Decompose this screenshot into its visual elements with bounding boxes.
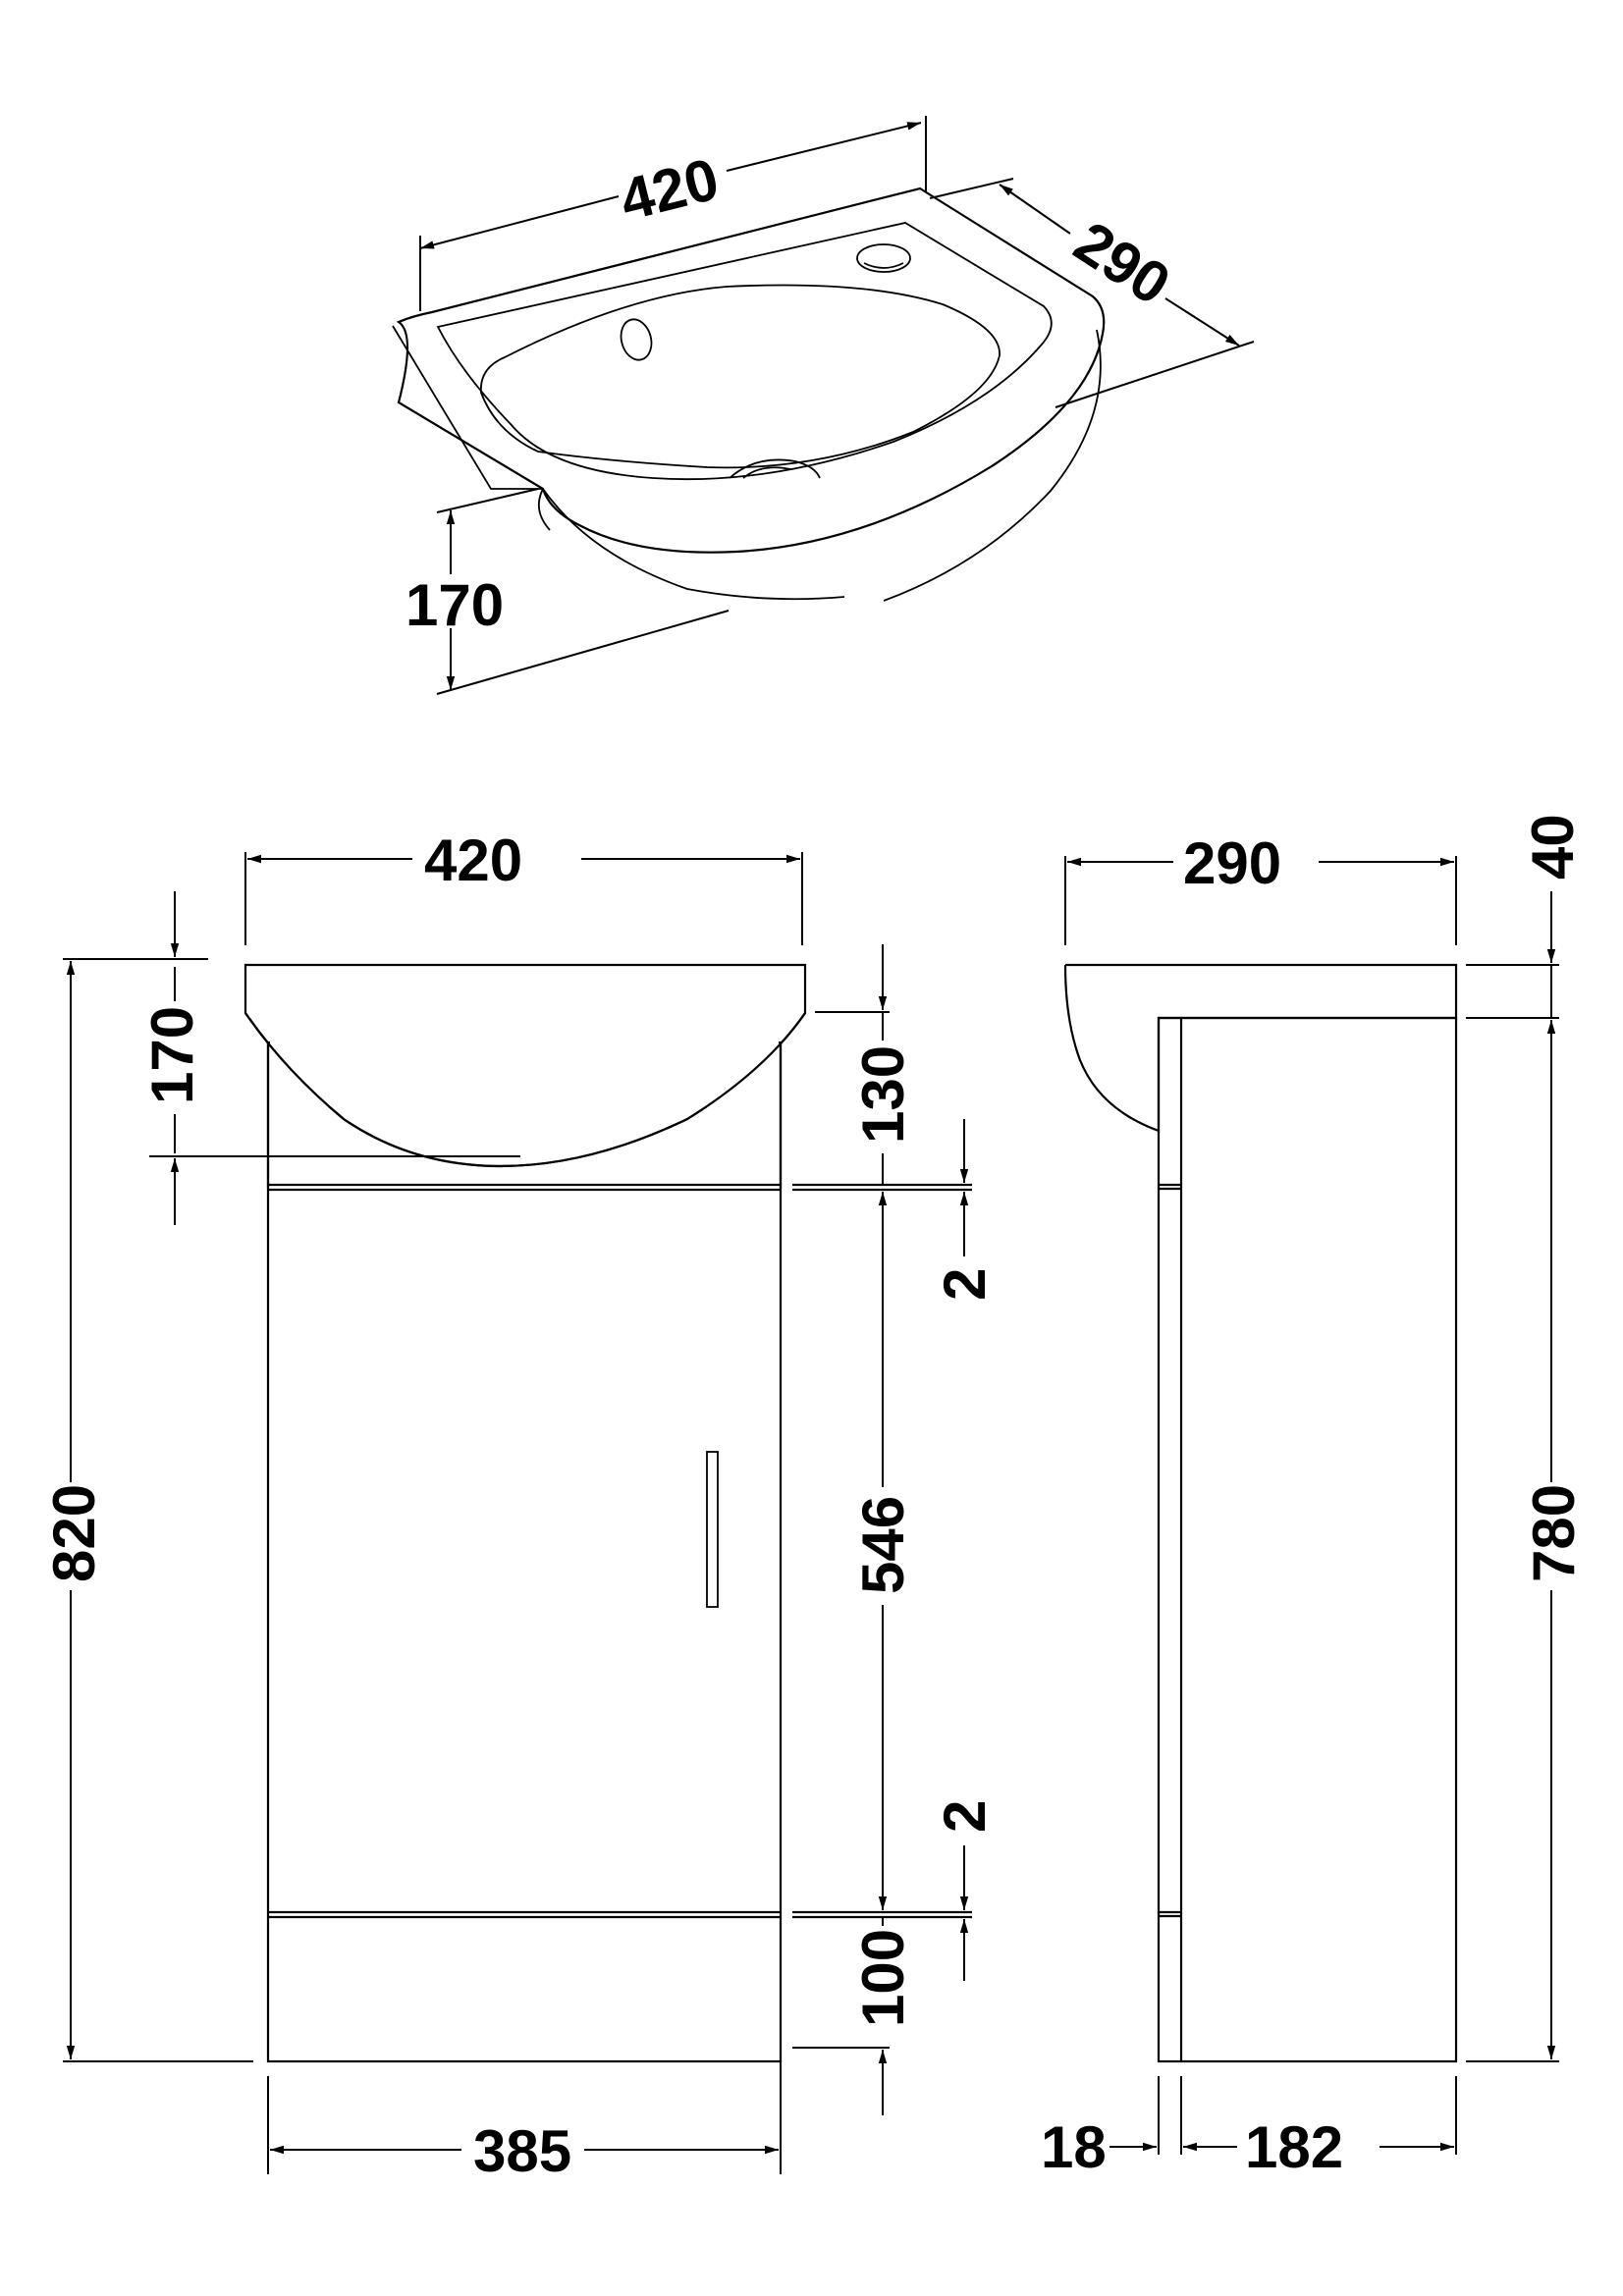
iso-height-label: 170 [406, 572, 504, 638]
plinth-height-label: 100 [850, 1929, 916, 2027]
bottom-rail-gap-label: 2 [932, 1800, 998, 1833]
overflow-hole [620, 318, 653, 361]
iso-depth-label: 290 [1063, 209, 1181, 318]
waste-outlet [729, 458, 821, 479]
side-cabinet-height-label: 780 [1521, 1484, 1587, 1582]
door-height-label: 546 [850, 1496, 916, 1594]
side-basin-depth-label: 290 [1183, 830, 1281, 896]
front-elevation-view: 420 820 170 130 2 546 [41, 828, 998, 2184]
basin-rim-outline [396, 187, 1106, 554]
door-handle [706, 1451, 719, 1608]
cabinet-body [266, 1041, 783, 2063]
tap-hole [856, 243, 911, 273]
basin-lip-label: 40 [1520, 814, 1586, 880]
side-basin-outline [1063, 963, 1458, 1133]
basin-bowl [480, 284, 1001, 469]
side-elevation-view: 290 40 780 18 182 [1041, 814, 1587, 2180]
top-rail-gap-label: 2 [932, 1268, 998, 1301]
cabinet-gap-label: 130 [850, 1045, 916, 1144]
basin-inner-rim [436, 222, 1053, 481]
iso-width-label: 420 [614, 145, 725, 233]
front-basin-height-label: 170 [139, 1006, 205, 1104]
cabinet-width-label: 385 [473, 2118, 571, 2184]
carcass-depth-label: 182 [1245, 2114, 1343, 2180]
side-carcass [1157, 1016, 1458, 2063]
isometric-basin-view: 420 290 170 [392, 116, 1255, 695]
door-thickness-label: 18 [1041, 2114, 1107, 2180]
front-basin-width-label: 420 [424, 828, 522, 893]
overall-height-label: 820 [41, 1484, 107, 1582]
